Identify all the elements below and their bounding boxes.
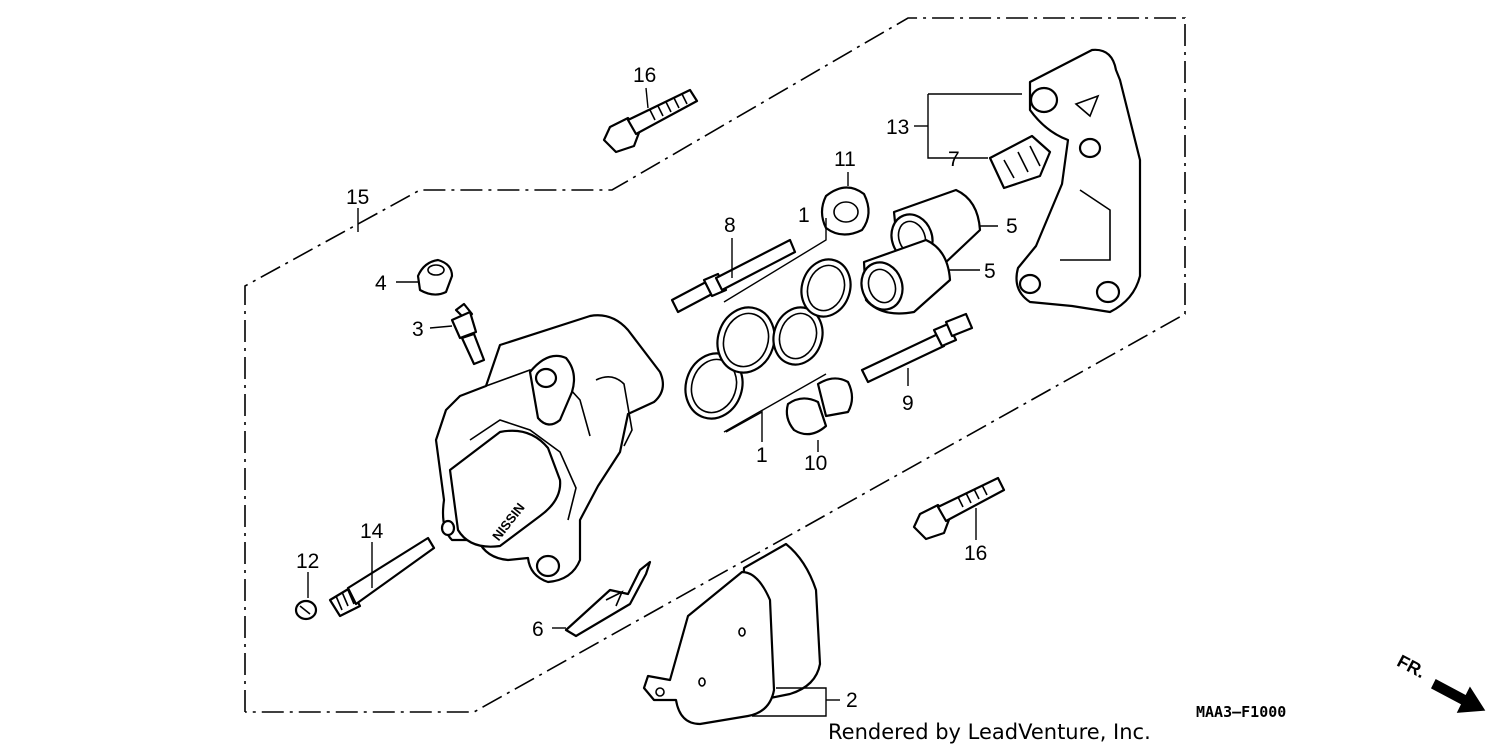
callout-4: 4 [375, 272, 387, 295]
callout-5-lower: 5 [984, 260, 996, 283]
callout-3: 3 [412, 318, 424, 341]
bolt-part-16-bottom[interactable] [912, 476, 1006, 541]
bleeder-valve-part-3[interactable] [450, 302, 486, 366]
render-credit: Rendered by LeadVenture, Inc. [828, 720, 1151, 744]
direction-label: FR. [1394, 651, 1429, 682]
callout-8: 8 [724, 214, 736, 237]
callout-5-upper: 5 [1006, 215, 1018, 238]
pin-plug-part-12[interactable] [294, 599, 318, 621]
pad-spring-part-7[interactable] [988, 134, 1052, 190]
caliper-piston-part-5-lower[interactable] [855, 238, 952, 315]
callout-6: 6 [532, 618, 544, 641]
slide-pin-part-8[interactable] [670, 238, 797, 314]
callout-10: 10 [804, 452, 827, 475]
pad-pin-part-14[interactable] [328, 536, 436, 618]
slide-pin-part-9[interactable] [860, 312, 974, 384]
front-arrow-icon [1431, 678, 1486, 713]
callout-7: 7 [948, 148, 960, 171]
pad-shim-part-6[interactable] [564, 560, 652, 638]
assembly-boundary-15 [244, 17, 1186, 713]
caliper-body[interactable]: NISSIN [434, 314, 665, 584]
callout-2: 2 [846, 689, 858, 712]
caliper-bracket-part-13[interactable] [1015, 48, 1142, 314]
callout-13: 13 [886, 116, 909, 139]
callout-14: 14 [360, 520, 384, 543]
pin-boot-part-10[interactable] [785, 377, 854, 436]
callout-1-bottom: 1 [756, 444, 768, 467]
front-direction-indicator: FR. [1394, 651, 1486, 713]
callout-16-bottom: 16 [964, 542, 987, 565]
diagram-code: MAA3—F1000 [1196, 703, 1286, 721]
piston-seals-part-1[interactable] [677, 253, 858, 426]
callout-labels: 16 15 4 3 8 1 11 13 7 5 5 9 1 10 16 14 1… [296, 64, 1018, 712]
callout-12: 12 [296, 550, 319, 573]
callout-16-top: 16 [633, 64, 656, 87]
callout-9: 9 [902, 392, 914, 415]
bolt-part-16-top[interactable] [602, 88, 699, 154]
callout-11: 11 [834, 148, 856, 171]
callout-15: 15 [346, 186, 369, 209]
bleeder-cap-part-4[interactable] [416, 258, 454, 296]
leader-lines [307, 87, 1022, 717]
callout-1-top: 1 [798, 204, 810, 227]
pin-boot-part-11[interactable] [820, 186, 870, 236]
brake-pads-part-2[interactable] [642, 542, 822, 726]
